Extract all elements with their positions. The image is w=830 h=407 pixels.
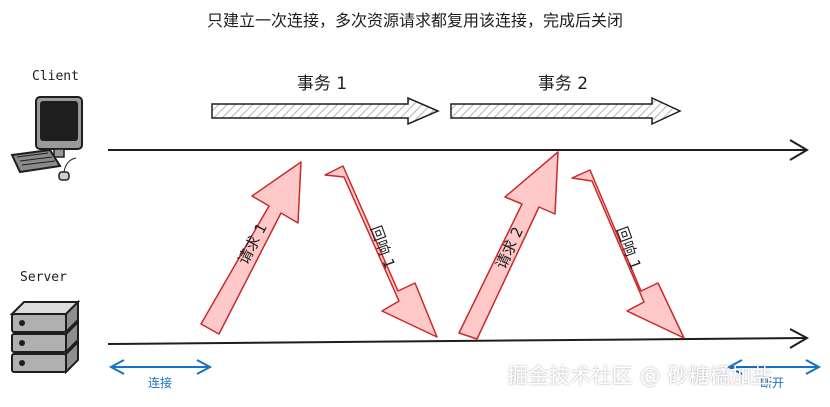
computer-icon	[10, 96, 83, 181]
request-arrow-2	[458, 151, 559, 340]
server-icon	[9, 299, 81, 375]
request-label-2: 请求 2	[492, 224, 527, 272]
client-label: Client	[32, 69, 79, 84]
response-arrow-2	[571, 169, 685, 339]
connection-close-arrow	[726, 359, 822, 375]
transaction-arrow-1	[211, 96, 440, 126]
transaction-label-2: 事务 2	[538, 74, 588, 94]
connection-open-label: 连接	[148, 375, 172, 390]
request-arrow-1	[200, 161, 302, 335]
transaction-arrow-2	[450, 96, 682, 126]
connection-close-label: 断开	[760, 375, 784, 390]
watermark: 掘金技术社区 @ 砂糖橘加盐	[507, 364, 773, 388]
client-timeline	[108, 139, 809, 161]
server-timeline	[107, 328, 810, 349]
server-label: Server	[20, 270, 67, 285]
transaction-label-1: 事务 1	[297, 74, 347, 94]
response-arrow-1	[324, 165, 438, 338]
response-label-2: 回响 1	[613, 224, 645, 272]
response-label-1: 回响 1	[367, 223, 399, 271]
diagram-title: 只建立一次连接，多次资源请求都复用该连接，完成后关闭	[207, 11, 623, 30]
connection-open-arrow	[108, 359, 213, 375]
